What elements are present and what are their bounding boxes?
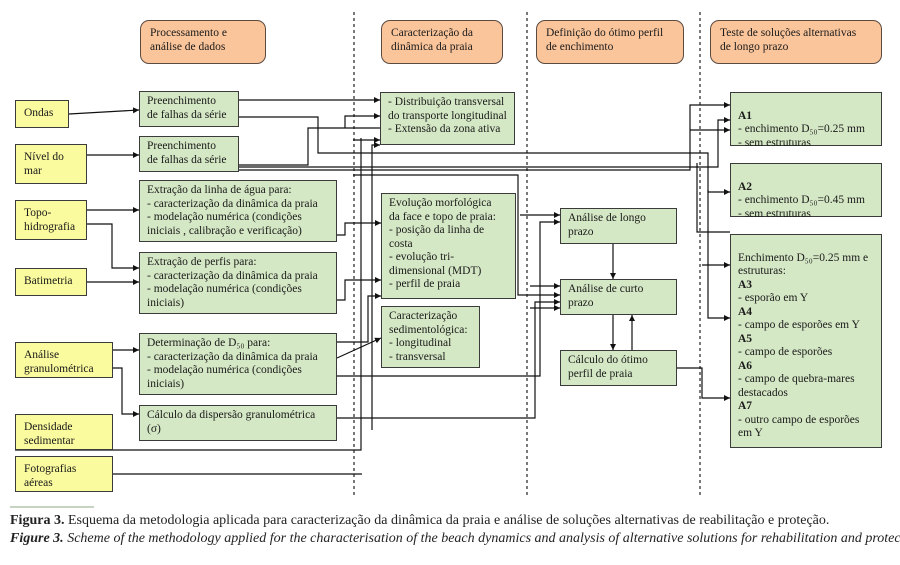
- a3-text: - esporão em Y: [738, 292, 809, 304]
- char-transporte: - Distribuição transversal do transporte…: [380, 92, 515, 145]
- connector-arrow-3: [87, 223, 139, 271]
- caption-pt: Figura 3. Esquema da metodologia aplicad…: [10, 513, 829, 529]
- connectors: [15, 97, 730, 475]
- profile-curto-prazo: Análise de curto prazo: [560, 279, 677, 315]
- header-alternatives: Teste de soluções alternativas de longo …: [710, 20, 882, 64]
- structures-intro: Enchimento D₅₀=0.25 mm e estruturas:: [738, 251, 869, 278]
- connector-arrow-17: [337, 293, 381, 343]
- input-nivel-do-mar: Nível do mar: [15, 144, 87, 184]
- caption-en-text: Scheme of the methodology applied for th…: [63, 531, 900, 546]
- connector-arrow-19: [337, 219, 560, 377]
- profile-longo-prazo: Análise de longo prazo: [560, 208, 677, 244]
- a7-text: - outro campo de esporões em Y: [738, 413, 860, 440]
- connector-arrow-16: [337, 277, 381, 301]
- process-preenchimento-ondas: Preenchimento de falhas da série: [139, 91, 239, 127]
- connector-arrow-18: [336, 337, 382, 359]
- connector-arrow-9: [239, 127, 380, 166]
- connector-arrow-30: [677, 367, 730, 401]
- char-sedimentologica: Caracterização sedimentológica: - longit…: [381, 306, 480, 368]
- a4-text: - campo de esporões em Y: [738, 319, 860, 331]
- a4-title: A4: [738, 305, 753, 318]
- connector-arrow-8: [239, 116, 730, 195]
- connector-arrow-14: [371, 142, 380, 430]
- connector-arrow-11: [239, 102, 730, 171]
- process-dispersao: Cálculo da dispersão granulométrica (σ): [139, 405, 337, 441]
- a7-title: A7: [738, 400, 753, 412]
- process-perfis: Extração de perfis para: - caracterizaçã…: [139, 252, 337, 314]
- connector-arrow-20: [337, 299, 560, 419]
- caption-en: Figure 3. Scheme of the methodology appl…: [10, 531, 900, 547]
- a5-text: - campo de esporões: [738, 346, 833, 358]
- connector-arrow-12: [344, 113, 380, 128]
- header-characterization: Caracterização da dinâmica da praia: [381, 20, 503, 64]
- connector-arrow-15: [337, 220, 381, 236]
- input-fotografias-aereas: Fotografias aéreas: [15, 456, 113, 492]
- header-optimal-profile: Definição do ótimo perfil de enchimento: [536, 20, 684, 64]
- a2-title: A2: [738, 180, 753, 193]
- process-preenchimento-nivel: Preenchimento de falhas da série: [139, 136, 239, 172]
- process-linha-agua: Extração da linha de água para: - caract…: [139, 180, 337, 242]
- alternative-a2: A2- enchimento D₅₀=0.45 mm - sem estrutu…: [730, 163, 882, 220]
- a5-title: A5: [738, 332, 753, 345]
- a3-title: A3: [738, 278, 753, 291]
- header-processing: Processamento e análise de dados: [140, 20, 266, 64]
- connector-arrow-0: [68, 107, 140, 115]
- profile-otimo: Cálculo do ótimo perfil de praia: [560, 350, 677, 386]
- a6-title: A6: [738, 359, 753, 372]
- a6-text: - campo de quebra-mares destacados: [738, 373, 855, 399]
- caption-pt-label: Figura 3.: [10, 513, 65, 528]
- input-analise-granulometrica: Análise granulométrica: [15, 342, 113, 378]
- alternative-structures: Enchimento D₅₀=0.25 mm e estruturas: A3-…: [730, 234, 882, 448]
- connector-arrow-33: [696, 163, 730, 233]
- caption-en-label: Figure 3.: [10, 531, 64, 546]
- connector-arrow-10: [239, 117, 730, 168]
- caption-rule: [10, 506, 94, 508]
- a1-description: - enchimento D₅₀=0.25 mm - sem estrutura…: [738, 123, 865, 149]
- process-d50: Determinação de D₅₀ para: - caracterizaç…: [139, 333, 337, 395]
- column-dividers: [353, 12, 701, 497]
- input-ondas: Ondas: [15, 100, 69, 128]
- connector-arrow-6: [113, 367, 139, 417]
- a2-description: - enchimento D₅₀=0.45 mm - sem estrutura…: [738, 194, 865, 220]
- connector-arrow-32: [707, 190, 730, 321]
- alternative-a1: A1- enchimento D₅₀=0.25 mm - sem estrutu…: [730, 92, 882, 149]
- a1-title: A1: [738, 109, 753, 122]
- input-densidade-sedimentar: Densidade sedimentar: [15, 414, 113, 450]
- connector-arrow-21: [15, 138, 362, 451]
- input-batimetria: Batimetria: [15, 268, 87, 296]
- connector-arrow-23: [353, 174, 560, 298]
- caption-pt-text: Esquema da metodologia aplicada para car…: [64, 513, 830, 528]
- char-morfologia: Evolução morfológica da face e topo de p…: [381, 193, 516, 299]
- input-topo-hidrografia: Topo- hidrografia: [15, 200, 87, 240]
